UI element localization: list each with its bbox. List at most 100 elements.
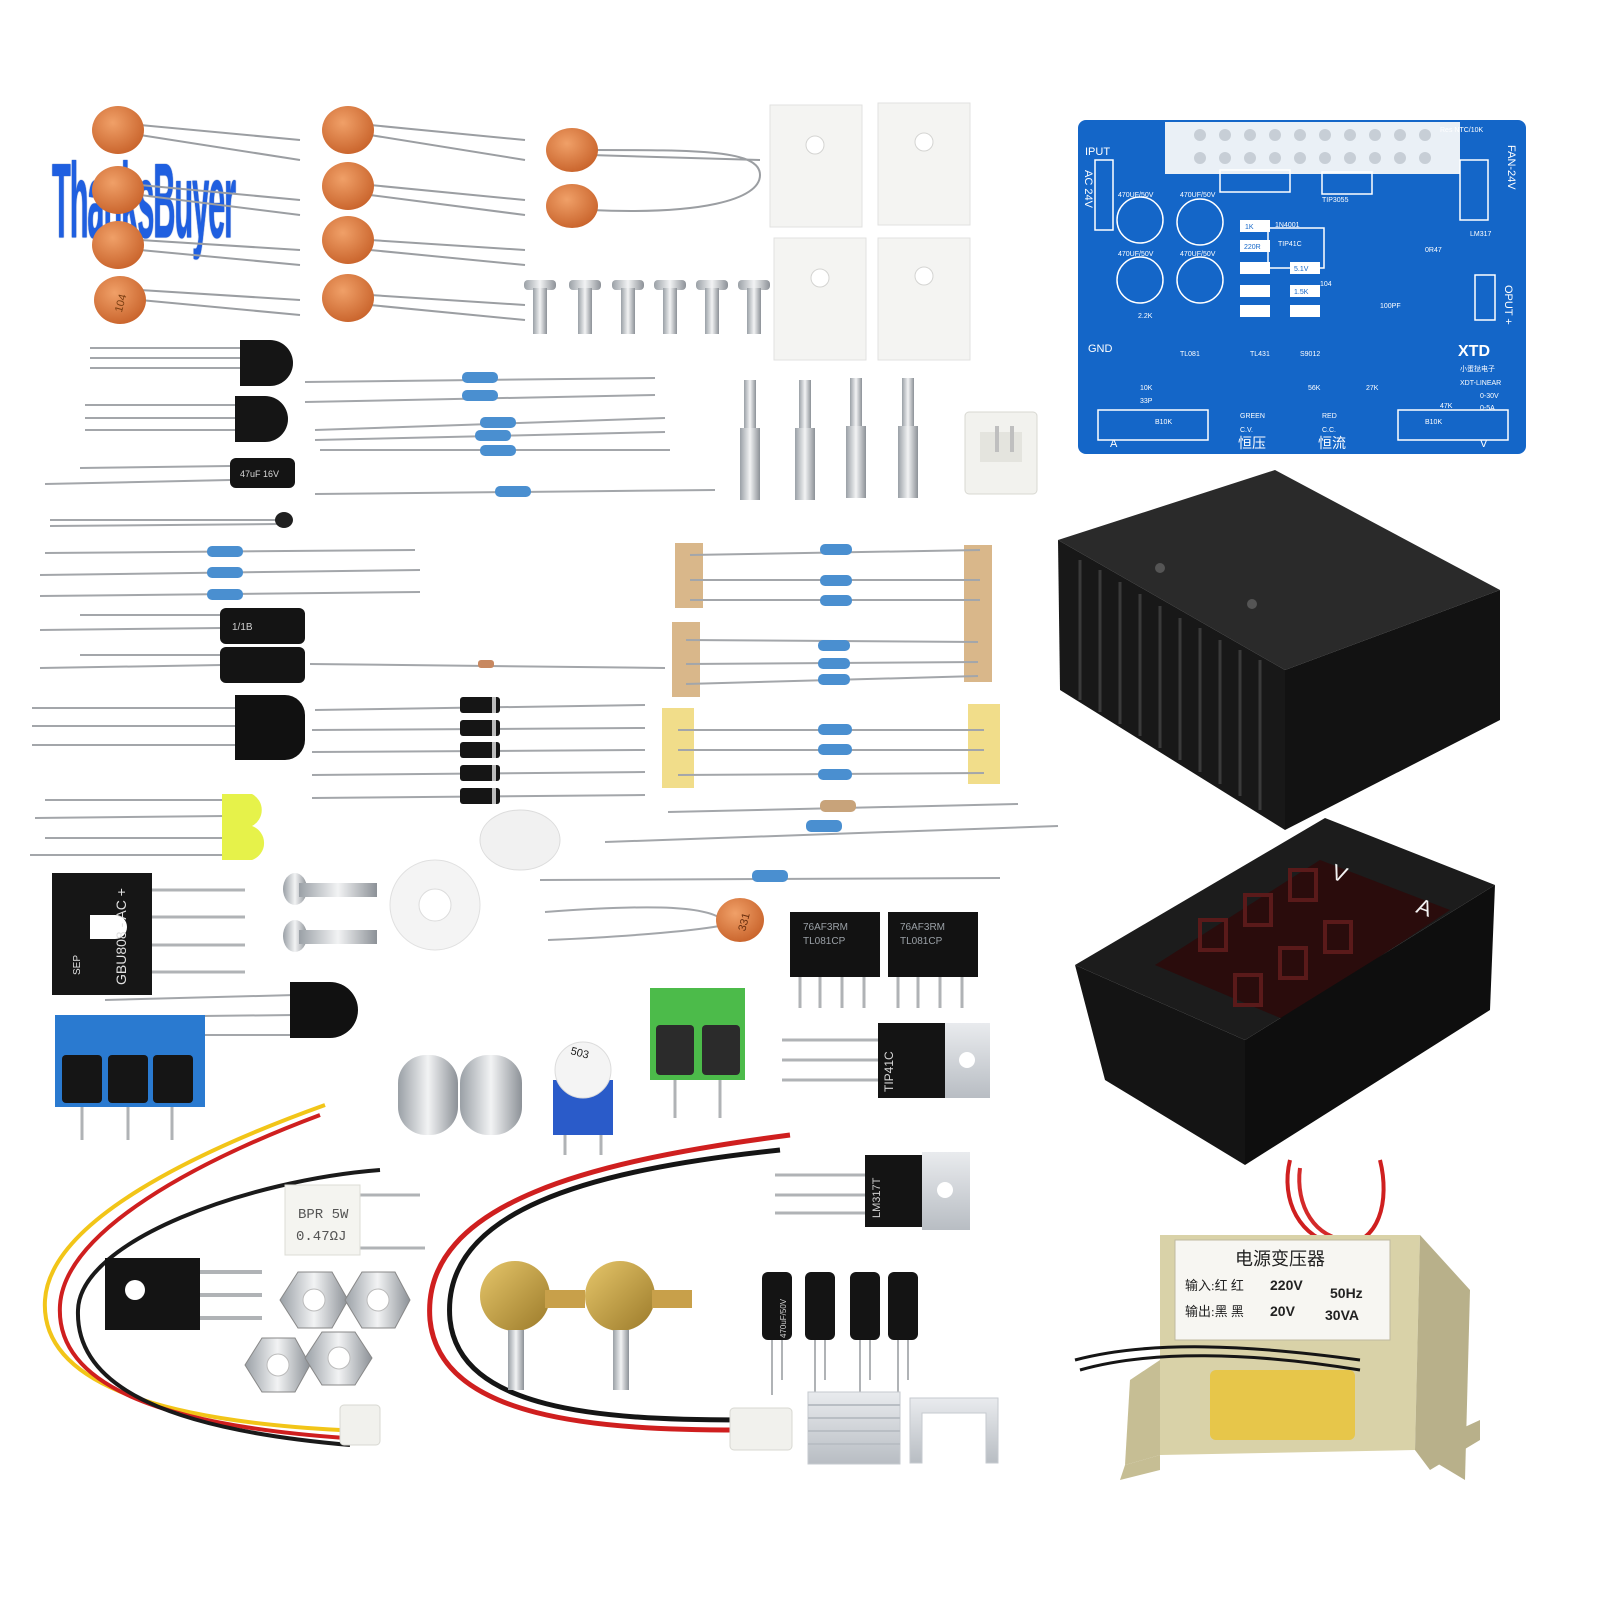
pcb-label-27k: 27K	[1366, 385, 1379, 392]
ceramic-capacitor	[322, 216, 374, 264]
pcb-label-r220: 220R	[1244, 244, 1261, 251]
small-heatsinks	[807, 1391, 999, 1465]
transformer-input-label: 输入:红 红	[1185, 1278, 1244, 1293]
glass-diode	[309, 660, 666, 669]
transformer-input-voltage: 220V	[1270, 1277, 1303, 1293]
pcb-label-red: RED	[1322, 413, 1337, 420]
leds-yellow	[30, 794, 265, 860]
pcb-label-gnd: GND	[1088, 343, 1113, 355]
electrolytic-mid-label: 1/1B	[232, 622, 253, 633]
pcb-label-cap4: 470UF/50V	[1180, 251, 1216, 258]
transistor-large	[32, 695, 305, 760]
transistor-to247	[105, 1258, 262, 1330]
pcb-logo: XTD	[1458, 343, 1490, 360]
pcb-label-cv: C.V.	[1240, 427, 1253, 434]
ic-chips: 76AF3RM TL081CP 76AF3RM TL081CP	[790, 912, 978, 1008]
resistors-lower	[539, 800, 1059, 882]
electrolytic-470-label: 470uF/50V	[779, 1298, 788, 1338]
resistor	[207, 546, 243, 600]
ceramic-capacitor-331: 331	[544, 898, 764, 942]
pcb-label-5v1: 5.1V	[1294, 266, 1309, 273]
ic-chip-label-2: TL081CP	[900, 936, 943, 947]
pcb-label-33p: 33P	[1140, 398, 1153, 405]
terminal-block-blue	[55, 1015, 205, 1140]
diodes-1n4001	[311, 697, 646, 804]
ceramic-capacitors-mid	[369, 124, 762, 321]
pcb-label-v: V	[1480, 438, 1488, 450]
pcb-label-47k: 47K	[1440, 403, 1453, 410]
bolt-screws	[283, 873, 377, 952]
pcb-label-ac: AC 24V	[1082, 170, 1094, 209]
bridge-rectifier: GBU808 - AC + SEP	[52, 873, 245, 995]
pcb-label-0r47: 0R47	[1425, 247, 1442, 254]
tip41c-label: TIP41C	[882, 1051, 896, 1092]
ceramic-capacitor	[322, 162, 374, 210]
pcb-label-cc: C.C.	[1322, 427, 1336, 434]
cap-331-label: 331	[736, 912, 752, 933]
pcb-label-b10k-right: B10K	[1425, 419, 1442, 426]
fan-connector	[339, 1404, 381, 1446]
transformer-input-frequency: 50Hz	[1330, 1285, 1363, 1301]
pcb-label-tip3055: TIP3055	[1322, 197, 1349, 204]
transformer-title: 电源变压器	[1235, 1249, 1325, 1269]
transistor-tip41c: TIP41C	[782, 1023, 990, 1098]
regulator-lm317: LM317T	[775, 1152, 970, 1230]
transformer-output-voltage: 20V	[1270, 1303, 1296, 1319]
ic-code-2: 76AF3RM	[900, 922, 945, 933]
electrolytic-capacitor-small: 47uF 16V	[44, 458, 295, 488]
pcb-label-2k2: 2.2K	[1138, 313, 1153, 320]
trimmer-potentiometer: 503	[553, 1041, 613, 1155]
pcb-label-r1k: 1K	[1245, 224, 1254, 231]
white-connector	[964, 411, 1038, 495]
resistor	[462, 372, 531, 497]
heatsink-enclosure	[1058, 470, 1500, 830]
digital-volt-amp-meter: V A	[1075, 818, 1495, 1165]
terminal-block-green	[650, 988, 745, 1118]
power-resistor: BPR 5W 0.47ΩJ	[284, 1184, 425, 1256]
pcb-label-tl431: TL431	[1250, 351, 1270, 358]
wires-fan	[42, 1103, 381, 1447]
pcb-label-b10k-left: B10K	[1155, 419, 1172, 426]
pcb-label-56k: 56K	[1308, 385, 1321, 392]
ic-chip-label-1: TL081CP	[803, 936, 846, 947]
power-resistor-line2: 0.47ΩJ	[296, 1229, 346, 1245]
ceramic-capacitors-left	[139, 124, 301, 316]
ceramic-capacitor	[546, 128, 598, 172]
pcb-label-cap1: 470UF/50V	[1118, 192, 1154, 199]
ceramic-capacitor	[322, 274, 374, 322]
pcb-label-output: OPUT +	[1502, 285, 1514, 325]
electrolytic-capacitors-470uf: 470uF/50V	[762, 1272, 918, 1395]
pcb-label-fan: FAN-24V	[1505, 145, 1517, 190]
pcb-label-1k5: 1.5K	[1294, 289, 1309, 296]
cap-label: 104	[113, 293, 129, 314]
transformer: 电源变压器 输入:红 红 220V 50Hz 输出:黑 黑 20V 30VA	[1074, 1159, 1480, 1480]
pcb-label-cc-cn: 恒流	[1318, 435, 1346, 451]
pcb-label-100pf: 100PF	[1380, 303, 1401, 310]
ceramic-capacitor	[546, 184, 598, 228]
power-connector	[729, 1407, 793, 1451]
thermal-pads	[769, 102, 971, 361]
transformer-output-power: 30VA	[1325, 1307, 1359, 1323]
nylon-washers	[389, 809, 561, 951]
pcb-range-v: 0-30V	[1480, 393, 1499, 400]
transistors-to92	[85, 340, 293, 442]
pcb-label-cv-cn: 恒压	[1238, 435, 1266, 451]
pcb-label-lm317: LM317	[1470, 231, 1492, 238]
pcb-label-res: Res NTC/10K	[1440, 127, 1484, 134]
aluminum-knobs	[398, 1055, 522, 1135]
pcb-label-a: A	[1110, 438, 1118, 450]
pcb-label-10k: 10K	[1140, 385, 1153, 392]
pcb-label-diode: 1N4001	[1275, 222, 1300, 229]
bridge-brand: SEP	[72, 955, 83, 975]
ceramic-capacitor	[322, 106, 374, 154]
pcb-range-a: 0-5A	[1480, 405, 1495, 412]
pcb-label-input: IPUT	[1085, 146, 1110, 158]
trimmer-label: 503	[569, 1045, 590, 1061]
pcb-model: XDT-LINEAR	[1460, 380, 1501, 387]
taped-resistors-strip-1	[675, 543, 992, 610]
pcb-label-cap3: 470UF/50V	[1118, 251, 1154, 258]
pcb-label-cap2: 470UF/50V	[1180, 192, 1216, 199]
potentiometers	[480, 1261, 692, 1390]
